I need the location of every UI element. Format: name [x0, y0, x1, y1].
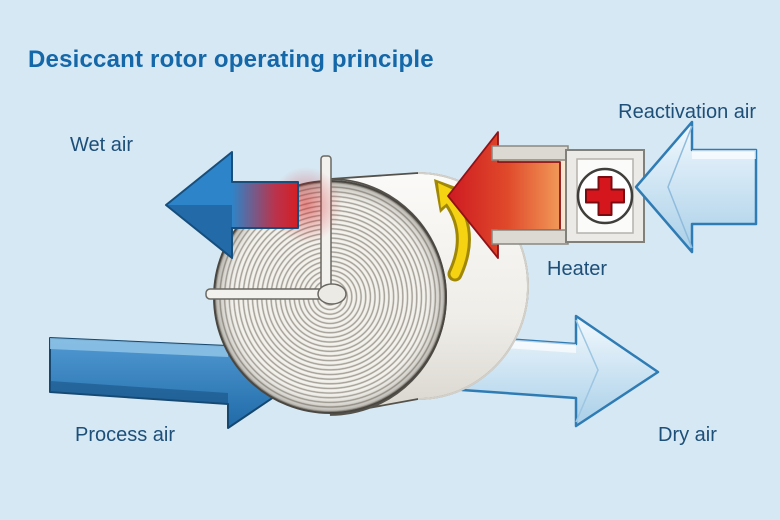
- process-air-arrow-highlight: [50, 338, 228, 357]
- reactivation-air-arrow-facet: [667, 125, 693, 249]
- dry-air-arrow-facet: [575, 319, 599, 423]
- heater-cross-icon: [585, 176, 625, 216]
- reactivation-air-arrow-highlight: [692, 150, 756, 159]
- label-wet-air: Wet air: [70, 134, 133, 156]
- reactivation-duct-walls: [491, 145, 569, 245]
- label-heater: Heater: [547, 258, 608, 280]
- page-title: Desiccant rotor operating principle: [28, 46, 434, 73]
- axle-hub: [317, 283, 347, 305]
- label-reactivation-air: Reactivation air: [618, 101, 756, 123]
- label-dry-air: Dry air: [658, 424, 717, 446]
- axle-rod: [205, 288, 337, 300]
- label-process-air: Process air: [75, 424, 176, 446]
- heater-box: [565, 149, 645, 243]
- duct-wall-bottom: [491, 229, 569, 245]
- wet-air-arrow-shadow: [166, 205, 232, 258]
- duct-wall-top: [491, 145, 569, 161]
- wet-air-arrow: [165, 151, 299, 259]
- reactivation-air-arrow-body: [634, 120, 758, 254]
- reactivation-air-arrow: [634, 120, 758, 254]
- wet-air-arrow-body: [165, 151, 299, 259]
- process-air-arrow-shadow: [50, 381, 228, 404]
- rotation-arrow-body: [445, 195, 468, 279]
